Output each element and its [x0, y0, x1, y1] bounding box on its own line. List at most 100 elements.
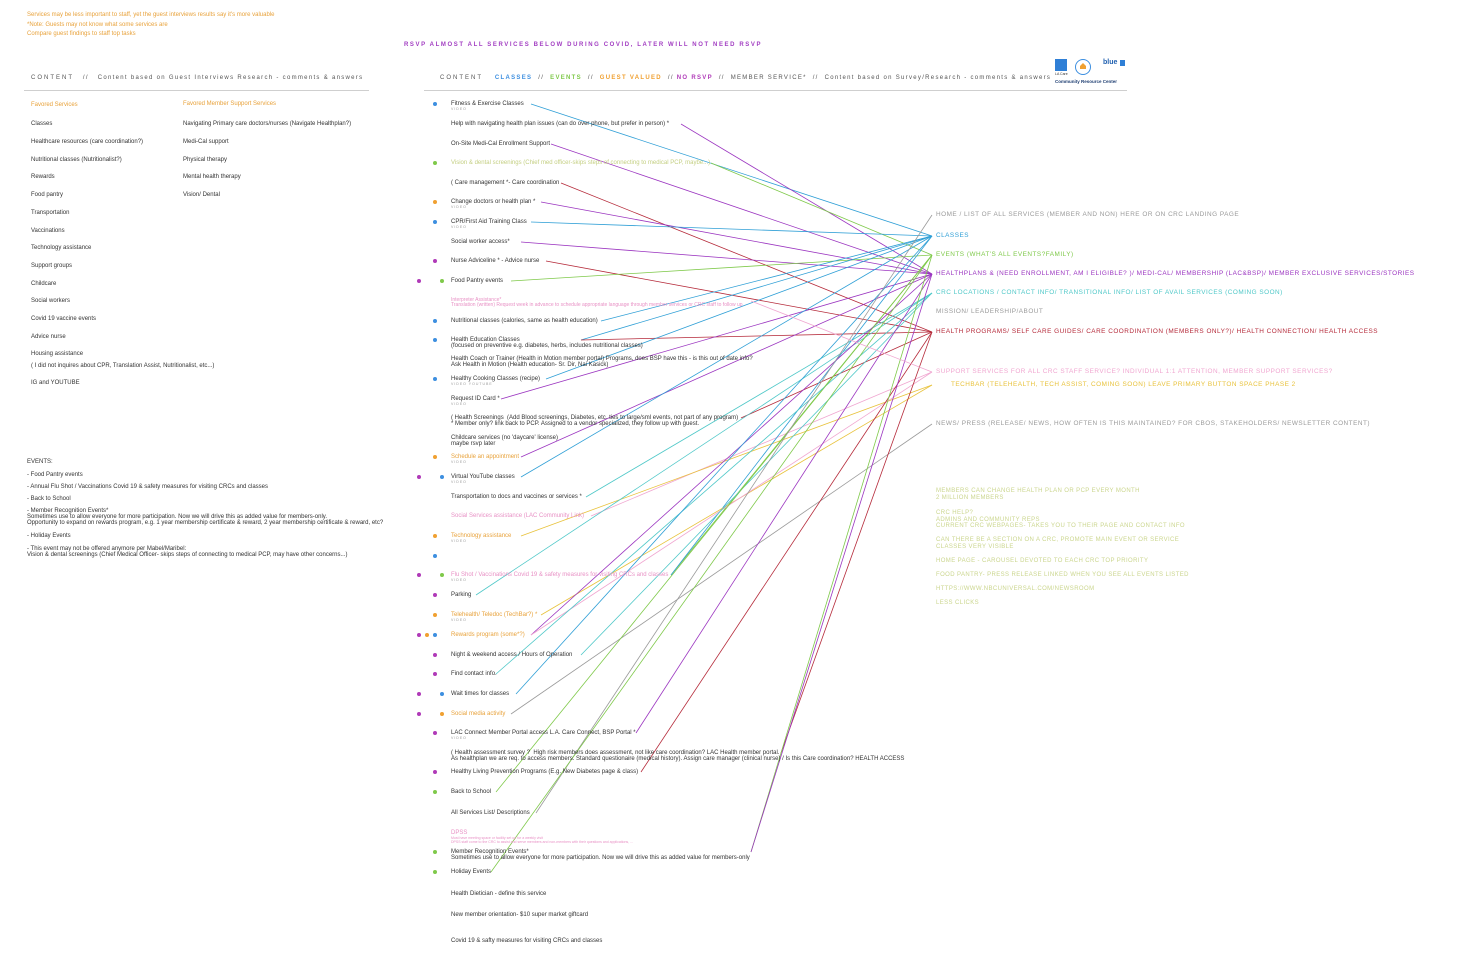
service-label: Social media activity	[451, 711, 506, 717]
service-label: DPSS	[451, 830, 468, 836]
service-row: Back to School	[451, 789, 491, 795]
annotation-item: CRC HELP? ADMINS AND COMMUNITY REPS CURR…	[936, 510, 1185, 530]
service-label: Food Pantry events	[451, 278, 504, 284]
destination-item[interactable]: CLASSES	[936, 232, 969, 239]
service-row: Food Pantry events	[451, 278, 503, 284]
marker-dot	[433, 653, 437, 657]
marker-dot	[433, 200, 437, 204]
marker-dot	[433, 593, 437, 597]
service-sublabel: VIDEO	[451, 736, 467, 741]
favored-service-item: Transportation	[31, 210, 70, 216]
destination-item[interactable]: HOME / LIST OF ALL SERVICES (MEMBER AND …	[936, 211, 1240, 218]
marker-dot	[440, 573, 444, 577]
service-label: ( Health assessment survey ? High risk m…	[451, 750, 905, 763]
service-label: Telehealth/ Teledoc (TechBar?) *	[451, 612, 538, 618]
service-label: Find contact info.	[451, 671, 497, 677]
service-label: CPR/First Aid Training Class	[451, 219, 527, 225]
service-row: Member Recognition Events* Sometimes use…	[451, 849, 750, 861]
service-sublabel: VIDEO	[451, 205, 467, 210]
favored-member-item: Vision/ Dental	[183, 192, 220, 198]
connection-line	[600, 235, 933, 322]
events-title: EVENTS:	[27, 459, 53, 465]
service-sublabel: VIDEO	[451, 480, 467, 485]
service-row: Healthy Living Prevention Programs (E.g.…	[451, 769, 638, 775]
marker-dot	[440, 279, 444, 283]
marker-dot	[417, 573, 421, 577]
service-row: Covid 19 & safty measures for visiting C…	[451, 938, 602, 944]
service-row: Nutritional classes (calories, same as h…	[451, 318, 598, 324]
service-row: Request ID Card *VIDEO	[451, 396, 500, 406]
marker-dot	[433, 102, 437, 106]
favored-service-item: Rewards	[31, 174, 55, 180]
connection-line	[750, 254, 933, 853]
left-header-rule	[24, 90, 369, 91]
connection-line	[740, 331, 933, 419]
connection-line	[780, 331, 933, 754]
favored-member-title: Favored Member Support Services	[183, 101, 277, 107]
connection-line	[710, 162, 933, 256]
destination-item[interactable]: TECHBAR (TELEHEALTH, TECH ASSIST, COMING…	[951, 381, 1296, 388]
favored-service-item: Classes	[31, 121, 53, 127]
service-row: Find contact info.	[451, 671, 497, 677]
destination-item[interactable]: MISSION/ LEADERSHIP/ABOUT	[936, 308, 1044, 315]
connection-line	[750, 300, 933, 373]
destination-item[interactable]: CRC LOCATIONS / CONTACT INFO/ TRANSITION…	[936, 289, 1283, 296]
connection-line	[670, 235, 933, 576]
lacare-logo-icon	[1055, 59, 1067, 71]
service-label: Transportation to docs and vaccines or s…	[451, 494, 582, 500]
annotation-item: FOOD PANTRY- PRESS RELEASE LINKED WHEN Y…	[936, 572, 1189, 578]
marker-dot	[433, 633, 437, 637]
service-row: Social media activity	[451, 711, 505, 717]
marker-dot	[433, 672, 437, 676]
service-row: Transportation to docs and vaccines or s…	[451, 494, 582, 500]
service-row: Vision & dental screenings (Chief med of…	[451, 160, 710, 166]
note-3: Compare guest findings to staff top task…	[27, 31, 136, 37]
marker-dot	[440, 692, 444, 696]
service-row: New member orientation- $10 super market…	[451, 912, 588, 918]
service-sublabel: VIDEO	[451, 578, 467, 583]
destination-item[interactable]: SUPPORT SERVICES FOR ALL CRC STAFF SERVI…	[936, 368, 1333, 375]
connection-line	[520, 273, 933, 458]
favored-service-item: ( I did not inquires about CPR, Translat…	[31, 363, 215, 369]
service-label: Wait times for classes	[451, 691, 510, 697]
connection-line	[520, 235, 933, 478]
service-row: DPSS	[451, 830, 467, 836]
marker-dot	[433, 731, 437, 735]
service-row: Health Coach or Trainer (Health in Motio…	[451, 356, 753, 368]
service-label: New member orientation- $10 super market…	[451, 912, 589, 918]
marker-dot	[433, 790, 437, 794]
service-label: Virtual YouTube classes	[451, 474, 515, 480]
favored-service-item: Support groups	[31, 263, 73, 269]
service-label: LAC Connect Member Portal access L.A. Ca…	[451, 730, 636, 736]
connection-line	[530, 371, 933, 636]
blue-logo: blue	[1103, 59, 1118, 66]
destination-item[interactable]: NEWS/ PRESS (RELEASE/ NEWS, HOW OFTEN IS…	[936, 420, 1370, 427]
service-label: Rewards program (some*?)	[451, 632, 525, 638]
service-label: Flu Shot / Vaccinations Covid 19 & safet…	[451, 572, 669, 578]
annotation-item: LESS CLICKS	[936, 600, 980, 606]
destination-item[interactable]: HEALTH PROGRAMS/ SELF CARE GUIDES/ CARE …	[936, 328, 1379, 335]
destination-item[interactable]: HEALTHPLANS & (NEED ENROLLMENT, AM I ELI…	[936, 270, 1415, 277]
connection-line	[535, 214, 933, 814]
favored-service-item: Childcare	[31, 281, 57, 287]
service-row: Childcare services (no 'daycare' license…	[451, 435, 558, 447]
favored-service-item: Nutritional classes (Nutritionalist?)	[31, 157, 122, 163]
connection-line	[680, 123, 933, 275]
favored-service-item: Vaccinations	[31, 228, 65, 234]
favored-service-item: Housing assistance	[31, 351, 84, 357]
marker-dot	[417, 712, 421, 716]
destination-item[interactable]: EVENTS (WHAT'S ALL EVENTS?FAMILY)	[936, 251, 1074, 258]
events-line: - Back to School	[27, 496, 71, 502]
connection-line	[490, 254, 933, 873]
connection-line	[590, 371, 933, 517]
service-label: Holiday Events	[451, 869, 492, 875]
service-row: ( Care management *- Care coordination	[451, 180, 559, 186]
annotation-item: CAN THERE BE A SECTION ON A CRC, PROMOTE…	[936, 537, 1180, 550]
service-row: ( Health Screenings (Add Blood screening…	[451, 415, 738, 427]
favored-service-item: Social workers	[31, 298, 71, 304]
service-row: Health Dietician - define this service	[451, 891, 546, 897]
